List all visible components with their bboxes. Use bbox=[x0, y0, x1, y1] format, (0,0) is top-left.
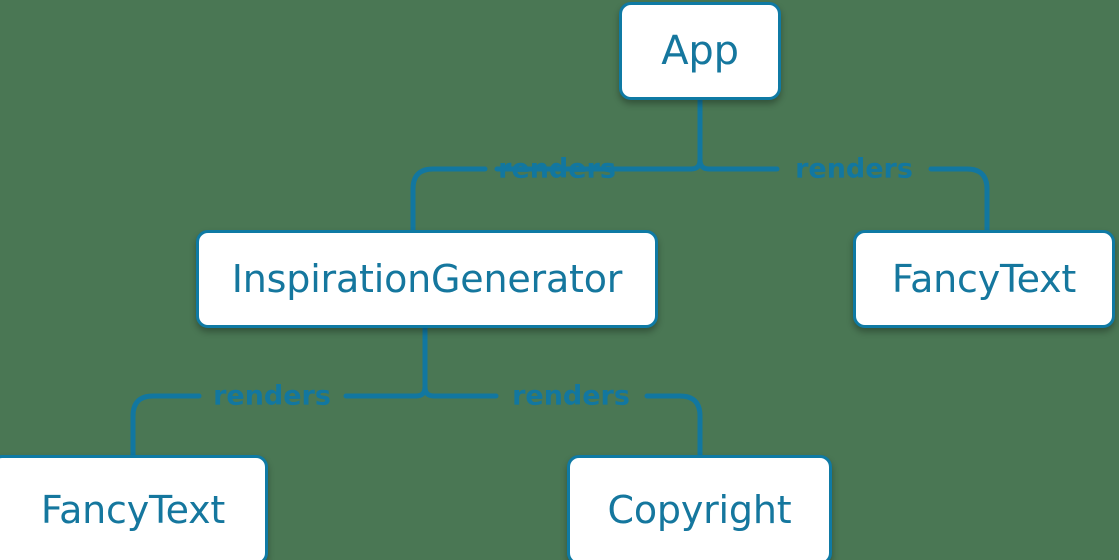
edge-label-app-to-fancytext-right: renders bbox=[795, 153, 913, 185]
node-app[interactable]: App bbox=[619, 2, 781, 100]
node-copyright-label: Copyright bbox=[607, 488, 792, 532]
edge-label-inspiration-generator-to-copyright: renders bbox=[512, 380, 630, 412]
node-app-label: App bbox=[661, 28, 739, 74]
node-copyright[interactable]: Copyright bbox=[567, 455, 832, 560]
node-fancytext-left-label: FancyText bbox=[40, 488, 226, 532]
node-fancytext-left[interactable]: FancyText bbox=[0, 455, 268, 560]
node-fancytext-right[interactable]: FancyText bbox=[853, 230, 1115, 328]
edge-label-app-to-inspiration-generator: renders bbox=[498, 153, 616, 185]
edge-label-inspiration-generator-to-fancytext-left: renders bbox=[213, 380, 331, 412]
node-fancytext-right-label: FancyText bbox=[891, 257, 1077, 301]
node-inspiration-generator[interactable]: InspirationGenerator bbox=[196, 230, 658, 328]
node-inspiration-generator-label: InspirationGenerator bbox=[231, 257, 623, 301]
